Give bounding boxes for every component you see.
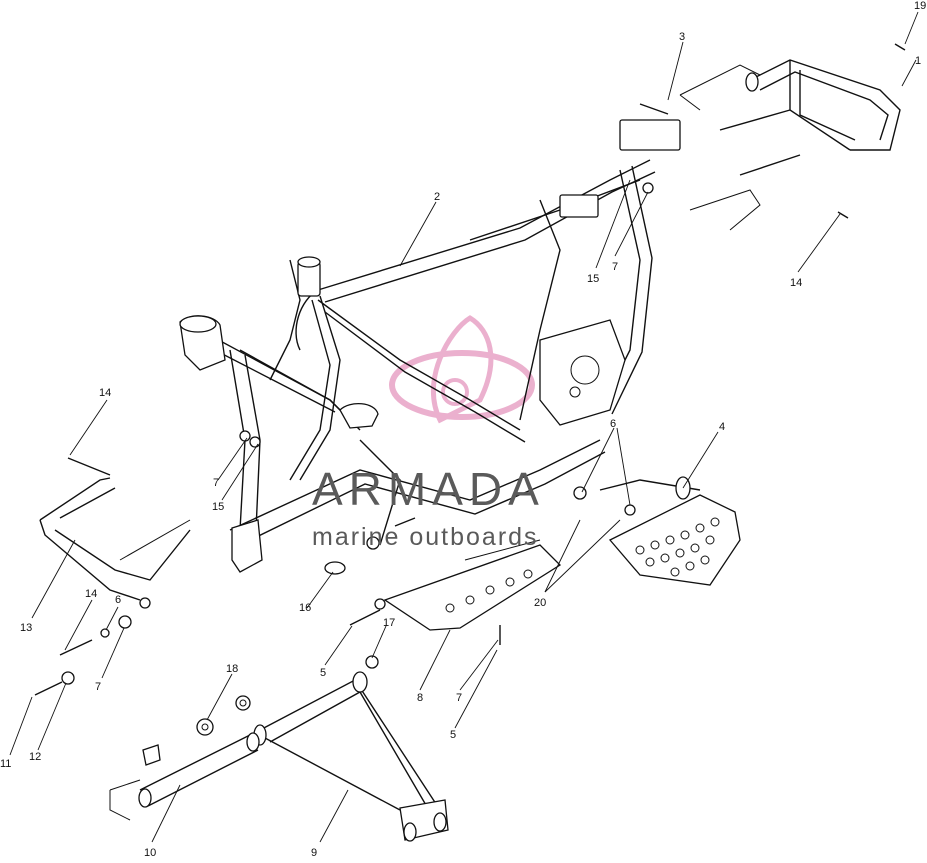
callout-12: 12 — [29, 751, 41, 763]
right-footrest — [599, 476, 741, 586]
rear-bumper — [679, 59, 901, 231]
a-arm — [253, 671, 449, 842]
left-footrest — [39, 477, 191, 609]
footrest-holes — [635, 517, 720, 577]
callout-15-left: 15 — [212, 501, 224, 513]
callout-10: 10 — [144, 847, 156, 858]
callout-6-right: 6 — [610, 418, 616, 430]
callout-5-left: 5 — [320, 667, 326, 679]
callout-13: 13 — [20, 622, 32, 634]
skid-plate — [383, 539, 562, 631]
callout-1: 1 — [915, 55, 921, 67]
callout-15-upper: 15 — [587, 273, 599, 285]
callout-7-bottom-left: 7 — [95, 681, 101, 693]
watermark-text: ARMADA marine outboards — [312, 463, 545, 551]
callout-6-left: 6 — [115, 594, 121, 606]
callout-7-bottom: 7 — [456, 692, 462, 704]
callout-18: 18 — [226, 663, 238, 675]
callout-11: 11 — [0, 758, 11, 770]
leader-lines — [9, 11, 919, 843]
watermark-logo — [389, 315, 535, 424]
watermark-brand: ARMADA — [312, 463, 545, 515]
callout-3: 3 — [679, 31, 685, 43]
callout-8: 8 — [417, 692, 423, 704]
callout-14-left: 14 — [99, 387, 111, 399]
callout-9: 9 — [311, 847, 317, 858]
callout-4: 4 — [719, 421, 725, 433]
hardware — [34, 43, 906, 736]
callout-5-bottom: 5 — [450, 729, 456, 741]
main-frame — [179, 119, 681, 573]
callout-14-right: 14 — [790, 277, 802, 289]
callout-16: 16 — [299, 602, 311, 614]
callout-17: 17 — [383, 617, 395, 629]
callout-7-upper: 7 — [612, 261, 618, 273]
callout-7-left: 7 — [213, 477, 219, 489]
pivot-tube — [109, 732, 260, 821]
callout-14-bottom: 14 — [85, 588, 97, 600]
callout-2: 2 — [434, 191, 440, 203]
callout-19: 19 — [914, 0, 926, 12]
watermark-tagline: marine outboards — [312, 523, 539, 551]
callout-20: 20 — [534, 597, 546, 609]
